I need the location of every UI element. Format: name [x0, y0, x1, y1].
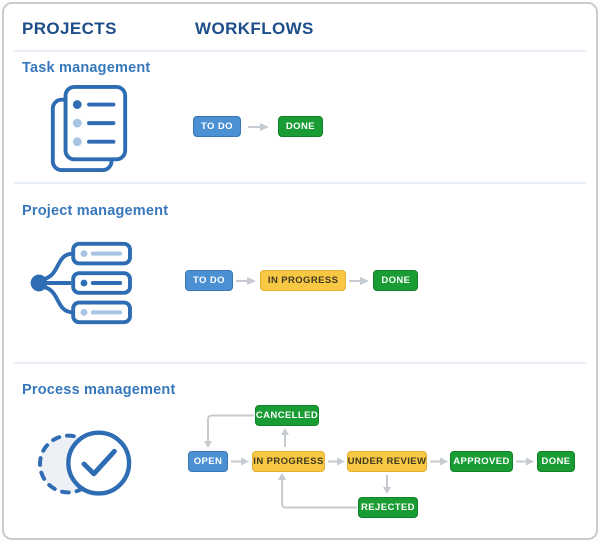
divider [14, 50, 586, 52]
arrow-under-review-to-rejected [383, 475, 391, 494]
workflow-connectors [204, 414, 534, 509]
arrow-approved-to-done [516, 457, 534, 466]
arrow-in-progress-to-cancelled [281, 428, 289, 447]
projects-column-header: PROJECTS [22, 19, 117, 38]
status-badge: UNDER REVIEW [347, 451, 427, 472]
status-badge: DONE [373, 270, 419, 291]
stacked-task-list-icon [45, 82, 133, 181]
project-workflow: TO DO IN PROGRESS DONE [185, 270, 419, 291]
status-badge: TO DO [193, 116, 241, 137]
divider [14, 182, 586, 184]
status-badge: CANCELLED [255, 405, 319, 426]
status-badge: OPEN [188, 451, 228, 472]
arrow-under-review-to-approved [430, 457, 448, 466]
status-badge: DONE [277, 116, 323, 137]
section-title-task-management: Task management [22, 60, 151, 76]
transition-arrow-icon [349, 276, 370, 285]
check-circle-icon [32, 418, 140, 517]
status-badge: REJECTED [358, 497, 418, 518]
status-badge: TO DO [185, 270, 233, 291]
process-workflow-diagram: CANCELLED OPEN IN PROGRESS UNDER REVIEW … [185, 395, 585, 535]
arrow-rejected-to-in-progress [278, 473, 357, 509]
section-title-project-management: Project management [22, 203, 169, 219]
status-badge: DONE [537, 451, 575, 472]
arrow-open-to-in-progress [231, 457, 249, 466]
status-badge: IN PROGRESS [259, 270, 347, 291]
workflows-column-header: WORKFLOWS [195, 19, 314, 38]
arrow-in-progress-to-under-review [328, 457, 345, 466]
transition-arrow-icon [235, 276, 256, 285]
transition-arrow-icon [247, 122, 269, 131]
task-workflow: TO DO DONE [193, 116, 323, 137]
section-title-process-management: Process management [22, 382, 176, 398]
divider [14, 362, 586, 364]
linked-items-icon [28, 236, 136, 335]
status-badge: IN PROGRESS [252, 451, 325, 472]
status-badge: APPROVED [450, 451, 513, 472]
arrow-cancelled-to-open [204, 414, 254, 448]
